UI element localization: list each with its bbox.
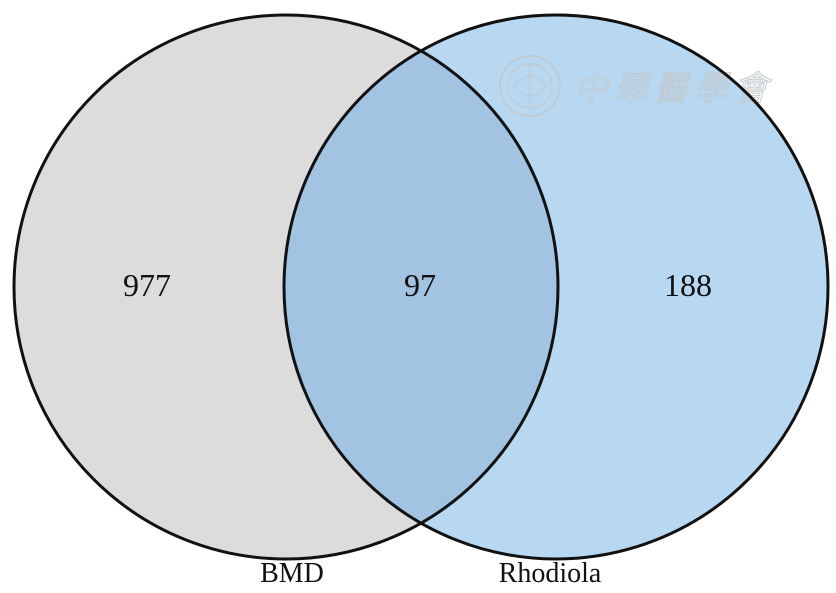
- set-label-rhodiola: Rhodiola: [499, 558, 602, 589]
- watermark-text: 中華醫學會: [574, 69, 774, 109]
- set-outline-rhodiola: [282, 13, 830, 561]
- set-outline-bmd: [12, 13, 560, 561]
- rhodiola-only-count: 188: [664, 267, 712, 303]
- intersection-region: [284, 15, 558, 559]
- seal-icon: [499, 55, 561, 117]
- bmd-only-count: 977: [123, 267, 171, 303]
- intersection-count: 97: [404, 267, 436, 303]
- watermark: 中華醫學會: [499, 55, 774, 117]
- set-label-bmd: BMD: [260, 558, 324, 589]
